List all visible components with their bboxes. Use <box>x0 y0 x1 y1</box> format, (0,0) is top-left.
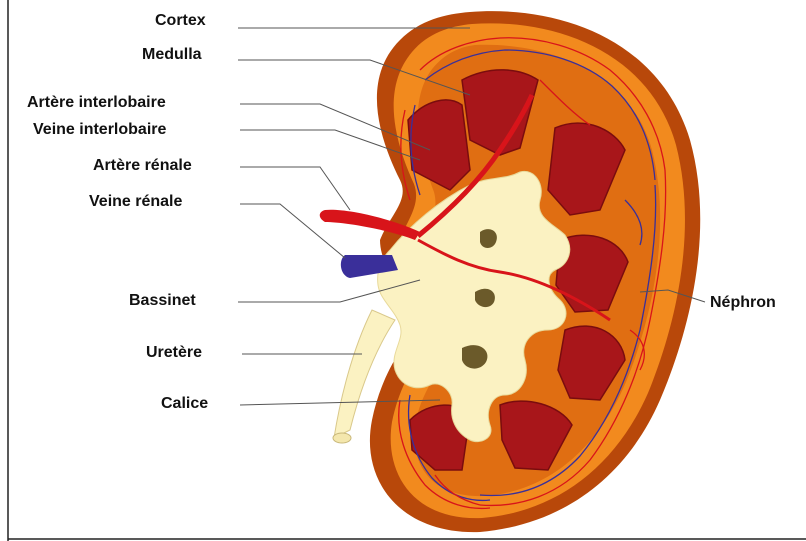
label-artere-renale: Artère rénale <box>93 157 192 175</box>
ureter-end <box>333 433 351 443</box>
label-veine-interlobaire: Veine interlobaire <box>33 121 166 139</box>
label-cortex: Cortex <box>155 12 206 30</box>
label-medulla: Medulla <box>142 46 202 64</box>
label-veine-renale: Veine rénale <box>89 193 182 211</box>
label-nephron: Néphron <box>710 294 776 312</box>
label-calice: Calice <box>161 395 208 413</box>
label-bassinet: Bassinet <box>129 292 196 310</box>
label-artere-interlobaire: Artère interlobaire <box>27 94 166 112</box>
label-uretere: Uretère <box>146 344 202 362</box>
